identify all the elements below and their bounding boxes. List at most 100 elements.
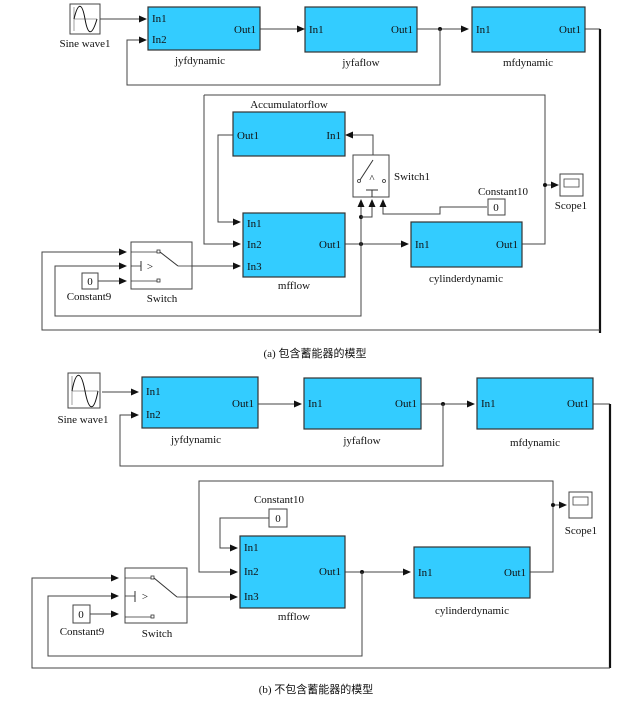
cylinderdynamic-block[interactable]: In1 Out1 cylinderdynamic — [413, 546, 531, 617]
port-out1: Out1 — [567, 398, 589, 410]
port-in1: In1 — [326, 130, 341, 142]
port-in1: In1 — [415, 239, 430, 251]
port-out1: Out1 — [496, 239, 518, 251]
port-out1: Out1 — [319, 566, 341, 578]
port-in1: In1 — [418, 567, 433, 579]
port-out1: Out1 — [237, 130, 259, 142]
switch-block[interactable]: > Switch — [130, 241, 193, 305]
scope1-label: Scope1 — [565, 525, 597, 537]
port-in1: In1 — [308, 398, 323, 410]
jyfaflow-block[interactable]: In1 Out1 jyfaflow — [303, 377, 422, 447]
constant10-value: 0 — [493, 202, 499, 214]
wire-loop-to-switch-in1 — [31, 574, 610, 669]
port-out1: Out1 — [559, 24, 581, 36]
panel-a-wires — [41, 15, 602, 333]
constant9-value: 0 — [78, 609, 84, 621]
constant9-label: Constant9 — [60, 626, 105, 638]
port-in1: In1 — [152, 13, 167, 25]
port-in1: In1 — [146, 386, 161, 398]
jyfdynamic-block[interactable]: In1 In2 Out1 jyfdynamic — [147, 6, 261, 67]
accumulatorflow-block[interactable]: Accumulatorflow Out1 In1 — [232, 99, 346, 157]
port-in1: In1 — [244, 542, 259, 554]
sine-wave-label: Sine wave1 — [59, 38, 110, 50]
caption-a: (a) 包含蓄能器的模型 — [264, 346, 367, 360]
sine-wave-block[interactable]: Sine wave1 — [57, 372, 109, 426]
jyfaflow-block[interactable]: In1 Out1 jyfaflow — [304, 6, 418, 69]
constant10-label: Constant10 — [478, 186, 529, 198]
port-in2: In2 — [146, 409, 161, 421]
switch1-label: Switch1 — [394, 171, 430, 183]
wire-outer-top-loop — [204, 94, 546, 185]
port-out1: Out1 — [234, 24, 256, 36]
wire-switch1-to-accumulator — [345, 131, 374, 157]
wire-loop-to-switch-in1 — [41, 248, 600, 331]
switch-symbol: > — [142, 591, 148, 603]
wire-to-switch1-in2 — [361, 199, 376, 218]
wire-cylinder-to-scope — [530, 501, 567, 573]
mfdynamic-label: mfdynamic — [503, 57, 553, 69]
wire-accumulator-to-mfflow-in1 — [217, 134, 241, 226]
junction-dot — [543, 183, 547, 187]
panel-b: Sine wave1 In1 In2 Out1 jyfdynamic In1 O… — [31, 372, 612, 696]
constant9-block[interactable]: 0 Constant9 — [60, 604, 105, 638]
port-in2: In2 — [152, 34, 167, 46]
constant9-value: 0 — [87, 276, 93, 288]
wire-feedback-to-jyfdynamic-in2 — [126, 29, 441, 86]
mfflow-label: mfflow — [278, 611, 310, 623]
switch1-block[interactable]: ^ Switch1 — [352, 154, 430, 198]
sine-wave-label: Sine wave1 — [57, 414, 108, 426]
switch-block[interactable]: > Switch — [124, 567, 188, 640]
mfflow-block[interactable]: In1 In2 In3 Out1 mfflow — [239, 535, 346, 623]
port-in1: In1 — [481, 398, 496, 410]
wire-loop-to-switch-in2 — [54, 244, 362, 317]
cylinderdynamic-label: cylinderdynamic — [429, 273, 503, 285]
jyfdynamic-label: jyfdynamic — [170, 434, 221, 446]
scope1-block[interactable]: Scope1 — [555, 173, 587, 212]
panel-a: Sine wave1 In1 In2 Out1 jyfdynamic In1 O… — [41, 3, 602, 360]
port-in1: In1 — [309, 24, 324, 36]
port-out1: Out1 — [319, 239, 341, 251]
port-out1: Out1 — [232, 398, 254, 410]
port-in3: In3 — [244, 591, 259, 603]
scope1-block[interactable]: Scope1 — [565, 491, 597, 537]
sine-icon — [71, 374, 99, 408]
port-in1: In1 — [476, 24, 491, 36]
junction-dot — [551, 503, 555, 507]
mfflow-label: mfflow — [278, 280, 310, 292]
panel-b-wires — [31, 388, 612, 669]
constant10-value: 0 — [275, 513, 281, 525]
port-out1: Out1 — [391, 24, 413, 36]
wire-feedback-to-jyfdynamic-in2 — [119, 404, 444, 467]
constant10-block[interactable]: Constant10 0 — [254, 494, 305, 528]
wire-constant10-to-switch1 — [379, 199, 487, 215]
mfflow-block[interactable]: In1 In2 In3 Out1 mfflow — [242, 212, 346, 292]
cylinderdynamic-block[interactable]: In1 Out1 cylinderdynamic — [410, 221, 523, 285]
port-out1: Out1 — [395, 398, 417, 410]
port-out1: Out1 — [504, 567, 526, 579]
cylinderdynamic-label: cylinderdynamic — [435, 605, 509, 617]
mfdynamic-label: mfdynamic — [510, 437, 560, 449]
port-in2: In2 — [244, 566, 259, 578]
scope-icon — [572, 496, 589, 506]
port-in2: In2 — [247, 239, 262, 251]
wire-cylinder-to-scope — [522, 181, 559, 245]
mfdynamic-block[interactable]: In1 Out1 mfdynamic — [476, 377, 594, 449]
constant9-block[interactable]: 0 Constant9 — [67, 272, 112, 303]
mfdynamic-block[interactable]: In1 Out1 mfdynamic — [471, 6, 586, 69]
port-in3: In3 — [247, 261, 262, 273]
caption-b: (b) 不包含蓄能器的模型 — [259, 682, 374, 696]
sine-wave-block[interactable]: Sine wave1 — [59, 3, 111, 50]
jyfaflow-label: jyfaflow — [342, 435, 380, 447]
wire-to-mfflow-in2 — [203, 95, 241, 248]
constant9-label: Constant9 — [67, 291, 112, 303]
switch-label: Switch — [147, 293, 178, 305]
constant10-block[interactable]: Constant10 0 — [478, 186, 529, 216]
switch-label: Switch — [142, 628, 173, 640]
scope-icon — [563, 178, 580, 188]
switch1-symbol: ^ — [369, 173, 375, 185]
wire-loop-to-switch-in2 — [47, 572, 363, 657]
accumulatorflow-label: Accumulatorflow — [250, 99, 328, 111]
switch-symbol: > — [147, 261, 153, 273]
jyfaflow-label: jyfaflow — [341, 57, 379, 69]
jyfdynamic-block[interactable]: In1 In2 Out1 jyfdynamic — [141, 376, 259, 446]
